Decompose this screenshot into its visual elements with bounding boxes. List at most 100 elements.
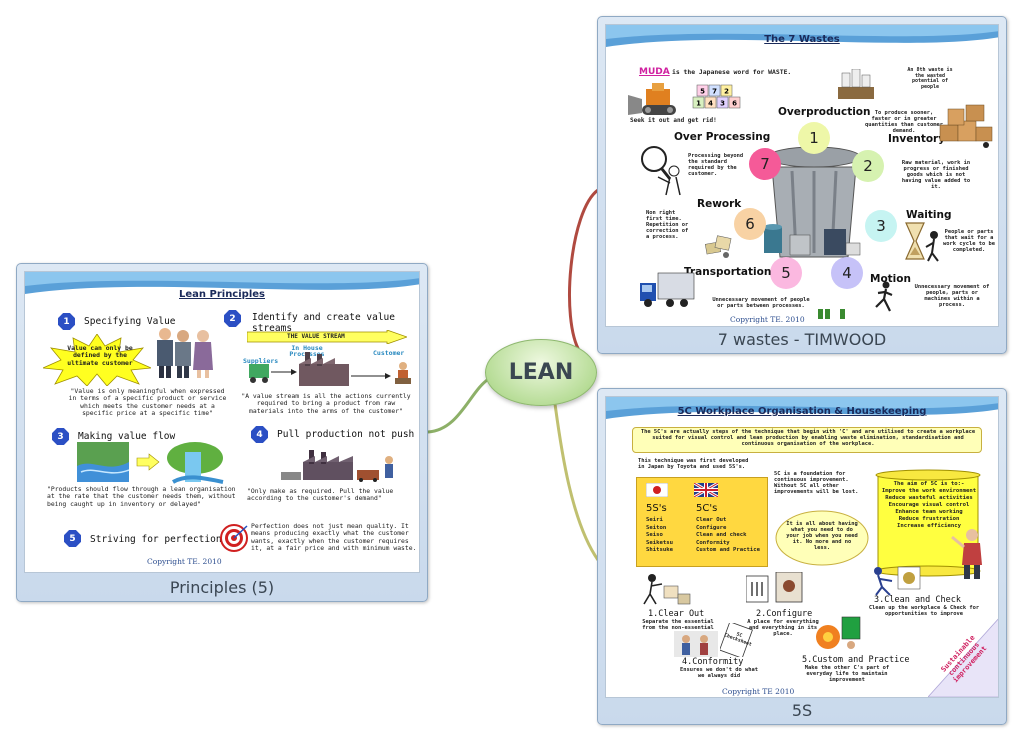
muda-block	[720, 84, 733, 97]
principle-3-desc: "Products should flow through a lean org…	[47, 485, 236, 508]
aim-item: Reduce wasteful activities	[885, 495, 973, 501]
muda-block	[704, 96, 717, 109]
handshake-people-icon	[157, 328, 213, 378]
hourglass-person-icon	[905, 222, 939, 262]
step-1-name: 1.Clear Out	[648, 609, 705, 619]
principles-caption: Principles (5)	[169, 578, 275, 597]
step-5-name: 5.Custom and Practice	[802, 655, 910, 665]
aim-item: Increase efficiency	[897, 523, 961, 529]
s-item: Shitsuke	[646, 547, 673, 554]
running-person-icon	[875, 281, 893, 312]
waste-desc-3: People or parts that wait for a work cyc…	[943, 229, 995, 253]
s-item: Seiton	[646, 524, 667, 531]
aims-title: The aim of 5C is to:-	[893, 481, 965, 487]
pull-production-factory-icon	[281, 450, 393, 482]
muda-block	[692, 96, 705, 109]
slide-header-wave	[606, 397, 998, 419]
custom-practice-icon	[816, 616, 861, 649]
muda-word: MUDA	[639, 67, 670, 77]
parts-pile-icon	[704, 235, 732, 258]
step-3-desc: Clean up the workplace & Check for oppor…	[868, 605, 980, 617]
principle-1-heading: Specifying Value	[84, 316, 176, 327]
fives-c-title: 5C's	[696, 503, 718, 514]
river-flow-icon	[77, 442, 224, 484]
aim-item: Improve the work environment	[881, 488, 977, 494]
aim-item: Reduce frustration	[898, 516, 960, 522]
step-4-name: 4.Conformity	[682, 657, 744, 667]
topic-5s[interactable]: 5C Workplace Organisation & Housekeeping…	[597, 388, 1007, 725]
waste-name-2: Inventory	[888, 133, 946, 145]
s-item: Seiketsu	[646, 539, 673, 546]
checksheet-icon	[720, 623, 753, 657]
branch-wastes	[568, 188, 599, 353]
topic-principles[interactable]: Lean Principles 1 Specifying Value Value…	[16, 263, 428, 602]
muda-block-number: 4	[708, 100, 713, 108]
target-icon	[220, 524, 248, 552]
waste-name-7: Over Processing	[674, 131, 771, 143]
step-2-name: 2.Configure	[756, 609, 813, 619]
waste-name-3: Waiting	[906, 209, 952, 221]
c-item: Conformity	[696, 539, 730, 546]
wastes-caption: 7 wastes - TIMWOOD	[717, 330, 887, 349]
japan-flag-icon	[646, 483, 668, 497]
presenter-person-icon	[951, 529, 982, 579]
s-item: Seiri	[646, 517, 663, 523]
branch-5s	[553, 403, 600, 561]
central-topic-lean[interactable]: LEAN	[485, 339, 597, 406]
fives-intro-text: The 5C's are actually steps of the techn…	[640, 429, 976, 447]
c-item: Clean and check	[696, 532, 747, 539]
fives-copyright: Copyright TE 2010	[722, 687, 795, 696]
aims-list: The aim of 5C is to:- Improve the work e…	[880, 481, 978, 530]
principle-5-heading: Striving for perfection	[90, 534, 222, 545]
principles-copyright: Copyright TE. 2010	[147, 557, 222, 566]
slide-header-wave	[606, 25, 998, 47]
c-item: Custom and Practice	[696, 547, 760, 554]
waste-circle-4: 4	[831, 257, 863, 289]
muda-block	[716, 96, 729, 109]
topic-7-wastes[interactable]: The 7 Wastes MUDA is the Japanese word f…	[597, 16, 1007, 354]
magnifier-person-icon	[641, 146, 681, 196]
waste-circle-3: 3	[865, 210, 897, 242]
waste-circle-7: 7	[749, 148, 781, 180]
waste-name-1: Overproduction	[778, 106, 871, 118]
fives-s-title: 5S's	[646, 503, 667, 514]
waste-name-5: Transportation	[684, 266, 772, 278]
clear-out-icon	[643, 574, 691, 605]
aim-item: Encourage visual control	[888, 502, 970, 508]
step-4-desc: Ensures we don't do what we always did	[680, 667, 758, 679]
principle-3-heading: Making value flow	[78, 431, 176, 442]
fives-about-text: It is all about having what you need to …	[786, 521, 858, 551]
wastes-title: The 7 Wastes	[764, 34, 840, 45]
principle-5-desc: Perfection does not just mean quality. I…	[251, 522, 417, 553]
muda-block	[708, 84, 721, 97]
principle-3-badge: 3	[52, 428, 69, 445]
waste-desc-6: Non right first time. Repetition or corr…	[646, 210, 689, 240]
boxes-stack-icon	[939, 104, 993, 148]
waste-desc-1: To produce sooner, faster or in greater …	[865, 110, 943, 134]
principle-5-badge: 5	[64, 530, 81, 547]
waste-circle-2: 2	[852, 150, 884, 182]
muda-block-number: 3	[720, 100, 725, 108]
value-stream-arrow	[247, 330, 407, 344]
muda-block	[696, 84, 709, 97]
office-papers-icon	[838, 69, 874, 99]
slide-header-wave	[25, 272, 419, 294]
principle-1-badge: 1	[58, 313, 75, 330]
waste-circle-5: 5	[770, 257, 802, 289]
uk-flag-icon	[694, 483, 718, 497]
waste-bin-icon	[764, 145, 861, 258]
fives-s-list: Seiri Seiton Seiso Seiketsu Shitsuke	[646, 517, 673, 555]
branch-principles	[427, 376, 491, 434]
conformity-people-icon	[674, 631, 718, 657]
step-2-desc: A place for everything and everything in…	[747, 619, 819, 637]
value-stream-customer: Customer	[373, 349, 405, 357]
seek-text: Seek it out and get rid!	[630, 117, 717, 124]
principles-title: Lean Principles	[179, 289, 265, 300]
fives-slide: 5C Workplace Organisation & Housekeeping…	[605, 396, 999, 698]
clean-and-check-icon	[874, 566, 921, 596]
waste-circle-1: 1	[798, 122, 830, 154]
fives-foundation-text: 5C is a foundation for continuous improv…	[774, 471, 859, 495]
principle-4-badge: 4	[251, 426, 268, 443]
